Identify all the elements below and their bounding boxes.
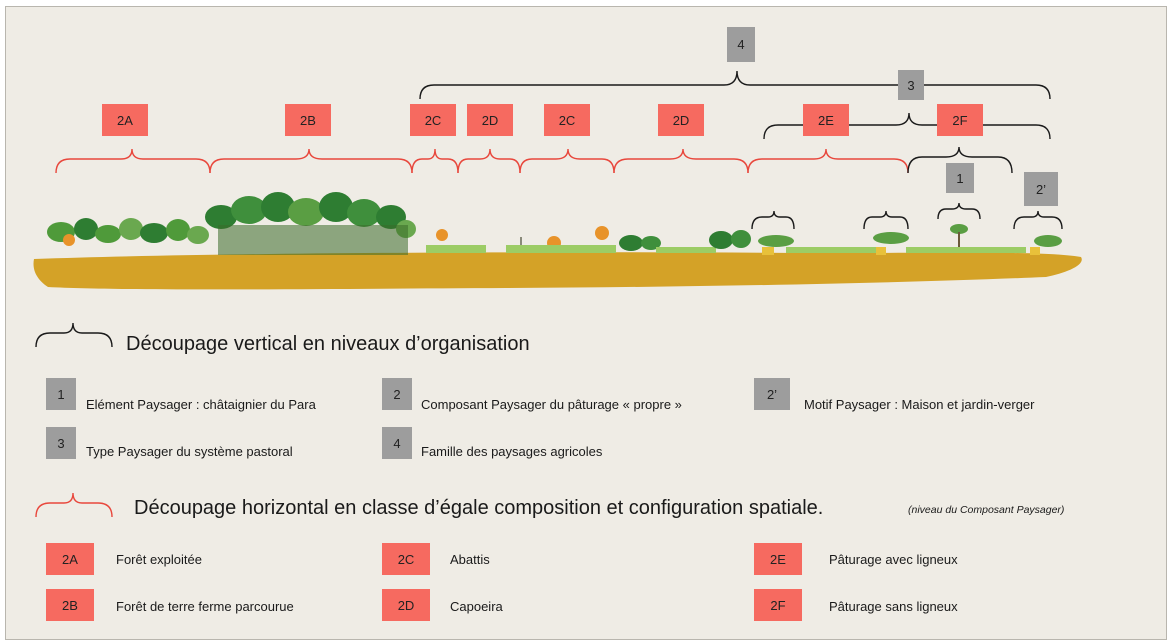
legend-code-4: 4 (382, 427, 412, 459)
legend-class-2e: 2E (754, 543, 802, 575)
legend-horizontal-title: Découpage horizontal en classe d’égale c… (134, 497, 824, 519)
legend-class-2f-text: Pâturage sans ligneux (829, 599, 958, 614)
legend-horizontal-note: (niveau du Composant Paysager) (908, 504, 1065, 516)
forest-2b (205, 192, 416, 255)
legend-text-4: Famille des paysages agricoles (421, 444, 603, 459)
legend-class-2d: 2D (382, 589, 430, 621)
legend-class-2f: 2F (754, 589, 802, 621)
brace-motif-2prime (1013, 210, 1063, 230)
level-braces (35, 70, 1063, 348)
legend-black-brace (35, 322, 113, 348)
box-class-2c: 2C (544, 104, 590, 136)
ground-strip (33, 252, 1082, 290)
brace-level-3 (763, 112, 1051, 140)
legend-code-2prime: 2’ (754, 378, 790, 410)
box-class-2f: 2F (937, 104, 983, 136)
brace-motif-house-1 (751, 210, 795, 230)
legend-text-1: Elément Paysager : châtaignier du Para (86, 397, 316, 412)
legend-vertical-title: Découpage vertical en niveaux d’organisa… (126, 333, 530, 355)
legend-class-2d-text: Capoeira (450, 599, 503, 614)
legend-class-2e-text: Pâturage avec ligneux (829, 552, 958, 567)
forest-2a (47, 218, 209, 246)
legend-red-brace (35, 492, 113, 518)
legend-code-1: 1 (46, 378, 76, 410)
box-level-1: 1 (946, 163, 974, 193)
fallow-and-crops (426, 224, 1062, 255)
brace-2a (55, 148, 211, 174)
brace-level-2 (907, 146, 1013, 174)
box-level-2prime: 2’ (1024, 172, 1058, 206)
legend-class-2a: 2A (46, 543, 94, 575)
legend-class-2c-text: Abattis (450, 552, 490, 567)
box-class-2a: 2A (102, 104, 148, 136)
box-class-2d: 2D (467, 104, 513, 136)
box-level-4: 4 (727, 27, 755, 62)
legend-class-2a-text: Forêt exploitée (116, 552, 202, 567)
legend-text-2: Composant Paysager du pâturage « propre … (421, 397, 682, 412)
legend-code-2: 2 (382, 378, 412, 410)
legend-class-2c: 2C (382, 543, 430, 575)
brace-2c-2 (519, 148, 615, 174)
brace-2b (209, 148, 413, 174)
box-class-2d: 2D (658, 104, 704, 136)
brace-element-1 (937, 202, 981, 220)
brace-2c-1 (411, 148, 459, 174)
class-braces (55, 148, 909, 174)
landscape-diagram (33, 70, 1082, 518)
brace-2d-1 (457, 148, 521, 174)
box-class-2c: 2C (410, 104, 456, 136)
brace-motif-house-2 (863, 210, 909, 230)
brace-level-4 (419, 70, 1051, 100)
legend-class-2b-text: Forêt de terre ferme parcourue (116, 599, 294, 614)
legend-code-3: 3 (46, 427, 76, 459)
brace-2d-2 (613, 148, 749, 174)
box-class-2e: 2E (803, 104, 849, 136)
box-class-2b: 2B (285, 104, 331, 136)
legend-text-3: Type Paysager du système pastoral (86, 444, 293, 459)
box-level-3: 3 (898, 70, 924, 100)
brace-2e (747, 148, 909, 174)
legend-text-2prime: Motif Paysager : Maison et jardin-verger (804, 397, 1035, 412)
diagram-frame: 4 3 1 2’ 2A 2B 2C 2D 2C 2D 2E 2F Découpa… (5, 6, 1167, 640)
legend-class-2b: 2B (46, 589, 94, 621)
